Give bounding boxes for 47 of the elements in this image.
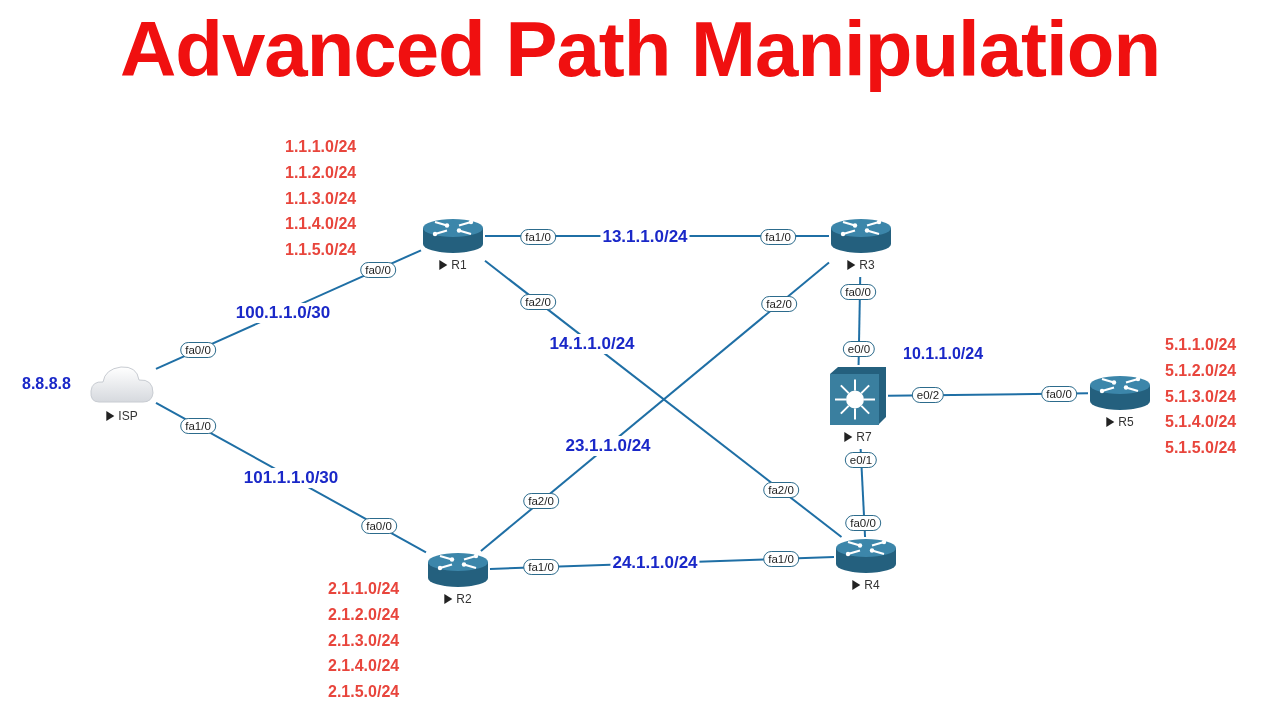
interface-label: fa0/0: [180, 342, 216, 358]
interface-label: fa0/0: [845, 515, 881, 531]
network-prefix: 2.1.4.0/24: [328, 657, 400, 676]
title: Advanced Path Manipulation: [119, 4, 1161, 95]
network-address: 10.1.1.0/24: [903, 345, 984, 363]
interface-label: fa1/0: [523, 559, 559, 575]
interface-label: e0/1: [844, 452, 878, 468]
network-prefix: 5.1.5.0/24: [1165, 439, 1237, 458]
device-name: R1: [451, 258, 467, 272]
network-prefix: 1.1.1.0/24: [285, 138, 357, 156]
interface-label: fa0/0: [1041, 386, 1077, 402]
interface-label: fa2/0: [520, 294, 556, 310]
interface-label: fa1/0: [180, 418, 216, 434]
subnet-label: 100.1.1.0/30: [233, 303, 333, 323]
interface-label: fa2/0: [763, 482, 799, 498]
network-address: 8.8.8.8: [22, 375, 71, 393]
network-prefix: 2.1.3.0/24: [328, 631, 400, 650]
network-prefix: 1.1.3.0/24: [285, 189, 357, 208]
interface-label: fa0/0: [361, 518, 397, 534]
subnet-label: 23.1.1.0/24: [563, 436, 653, 456]
network-prefix: 1.1.4.0/24: [285, 215, 357, 234]
network-prefix: 5.1.3.0/24: [1165, 387, 1237, 406]
subnet-label: 101.1.1.0/30: [241, 468, 341, 488]
device-name: R2: [456, 592, 472, 606]
network-prefix: 2.1.2.0/24: [328, 605, 400, 624]
interface-label: fa2/0: [523, 493, 559, 509]
device-name: R5: [1118, 415, 1134, 429]
interface-label: fa1/0: [760, 229, 796, 245]
device-name: R7: [856, 430, 872, 444]
interface-label: fa0/0: [360, 262, 396, 278]
subnet-label: 14.1.1.0/24: [547, 334, 637, 354]
device-name: ISP: [118, 409, 138, 423]
network-prefix: 2.1.1.0/24: [328, 580, 400, 598]
network-prefix: 1.1.2.0/24: [285, 163, 357, 182]
interface-label: e0/0: [842, 341, 876, 357]
network-prefix: 5.1.2.0/24: [1165, 361, 1237, 380]
network-prefix: 1.1.5.0/24: [285, 241, 357, 260]
interface-label: fa0/0: [840, 284, 876, 300]
interface-label: fa2/0: [761, 296, 797, 312]
interface-label: fa1/0: [520, 229, 556, 245]
device-name: R4: [864, 578, 880, 592]
interface-label: fa1/0: [763, 551, 799, 567]
network-prefix: 5.1.1.0/24: [1165, 336, 1237, 354]
network-prefix: 5.1.4.0/24: [1165, 413, 1237, 432]
interface-label: e0/2: [911, 387, 945, 403]
device-name: R3: [859, 258, 875, 272]
network-prefix: 2.1.5.0/24: [328, 683, 400, 702]
